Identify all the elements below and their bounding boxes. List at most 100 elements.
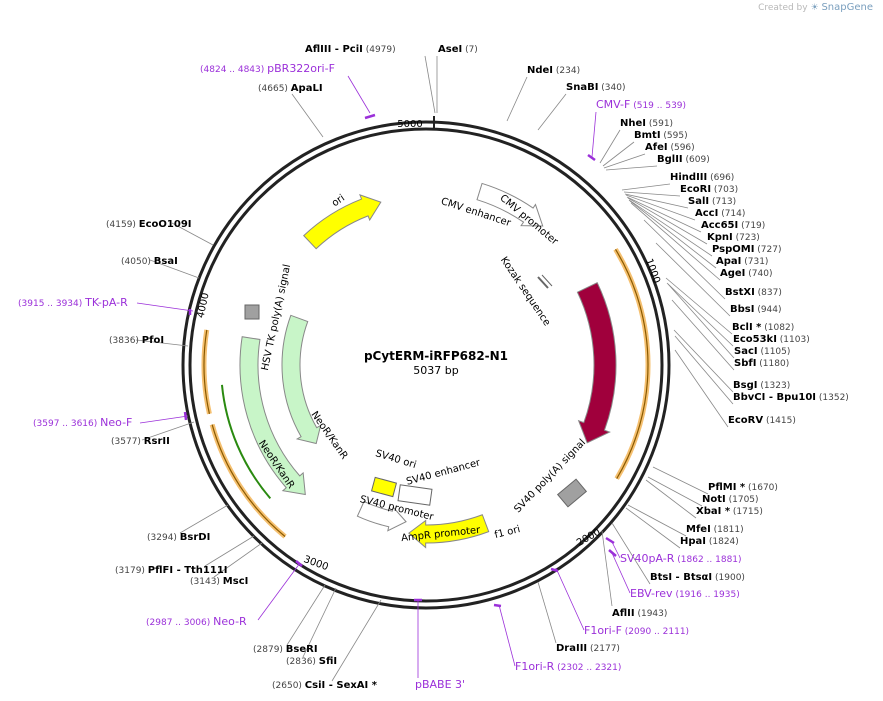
enzyme-suffix: - PciI [331,44,363,55]
enzyme-label-hpai[interactable]: HpaI (1824) [680,536,739,547]
snapgene-credit: Created by ☀ SnapGene [758,2,873,13]
tick-label-5000: 5000 [397,119,422,130]
enzyme-label-xbai[interactable]: XbaI * (1715) [696,506,763,517]
primer-label-pbabe-3[interactable]: pBABE 3' [415,678,465,691]
primer-label-cmv-f[interactable]: CMV-F (519 .. 539) [596,98,686,111]
feature-sv40-enhancer-box [397,484,433,506]
enzyme-name: SacI [734,346,758,357]
enzyme-name: HindIII [670,172,707,183]
enzyme-label-rsrii[interactable]: (3577) RsrII [111,436,170,447]
enzyme-label-pspomi[interactable]: PspOMI (727) [712,244,782,255]
enzyme-label-sbfi[interactable]: SbfI (1180) [734,358,789,369]
enzyme-label-ecoo109i[interactable]: (4159) EcoO109I [106,219,192,230]
feature-label-kozak-sequence-3: Kozak sequence [498,255,552,328]
enzyme-label-nhei[interactable]: NheI (591) [620,118,673,129]
enzyme-label-draiii[interactable]: DraIII (2177) [556,643,620,654]
enzyme-label-ecorv[interactable]: EcoRV (1415) [728,415,796,426]
feature-kozak-mark [537,276,549,289]
primer-leader-tk-pa-r [136,302,194,312]
enzyme-suffix: - Tth111I [173,565,227,576]
enzyme-label-afei[interactable]: AfeI (596) [645,142,695,153]
enzyme-pos: (7) [462,45,478,55]
enzyme-label-bmti[interactable]: BmtI (595) [634,130,688,141]
primer-label-tk-pa-r[interactable]: (3915 .. 3934) TK-pA-R [18,296,128,309]
enzyme-label-hindiii[interactable]: HindIII (696) [670,172,734,183]
snapgene-logo-icon: ☀ [810,3,819,13]
enzyme-label-csii[interactable]: (2650) CsiI - SexAI * [272,680,378,691]
enzyme-label-pflfi[interactable]: (3179) PflFI - Tth111I [115,565,228,576]
primer-name: CMV-F [596,98,630,111]
enzyme-label-pfoi[interactable]: (3836) PfoI [109,335,164,346]
enzyme-leader-ecoo109i [171,222,214,246]
enzyme-label-bstxi[interactable]: BstXI (837) [725,287,782,298]
enzyme-pos: (696) [707,173,734,183]
enzyme-pos: (1811) [711,525,744,535]
enzyme-label-kpni[interactable]: KpnI (723) [707,232,760,243]
enzyme-pos: (4050) [121,257,154,267]
enzyme-label-bseri[interactable]: (2879) BseRI [253,644,318,655]
enzyme-label-noti[interactable]: NotI (1705) [702,494,759,505]
enzyme-name: PfoI [142,335,164,346]
enzyme-pos: (3294) [147,533,180,543]
primer-label-pbr322ori-f[interactable]: (4824 .. 4843) pBR322ori-F [200,62,335,75]
enzyme-label-aflii[interactable]: AflII (1943) [612,608,667,619]
primer-label-f1ori-f[interactable]: F1ori-F (2090 .. 2111) [584,624,689,637]
primer-range: (2987 .. 3006) [146,618,213,628]
enzyme-label-snabi[interactable]: SnaBI (340) [566,82,625,93]
enzyme-label-pflmi[interactable]: PflMI * (1670) [708,482,778,493]
enzyme-label-bbsi[interactable]: BbsI (944) [730,304,782,315]
primer-label-f1ori-r[interactable]: F1ori-R (2302 .. 2321) [515,660,621,673]
enzyme-label-apali[interactable]: (4665) ApaLI [258,83,323,94]
enzyme-label-bglii[interactable]: BglII (609) [657,154,710,165]
enzyme-label-afliii[interactable]: AflIII - PciI (4979) [305,44,396,55]
enzyme-label-acc65i[interactable]: Acc65I (719) [701,220,765,231]
enzyme-label-apai[interactable]: ApaI (731) [716,256,768,267]
enzyme-pos: (1943) [635,609,668,619]
enzyme-leader-sbfi [671,299,735,371]
enzyme-label-bsai[interactable]: (4050) BsaI [121,256,178,267]
enzyme-label-bbvci[interactable]: BbvCI - Bpu10I (1352) [733,392,849,403]
enzyme-pos: (3836) [109,336,142,346]
enzyme-leader-bmti [602,141,635,167]
primer-label-neo-f[interactable]: (3597 .. 3616) Neo-F [33,416,132,429]
primer-arc-line-cmv-irfp [614,249,649,479]
enzyme-label-eco53ki[interactable]: Eco53kI (1103) [733,334,810,345]
enzyme-label-acci[interactable]: AccI (714) [695,208,745,219]
primer-site-ebv-rev [608,549,617,557]
primer-arc-green [220,384,272,499]
enzyme-pos: (591) [646,119,673,129]
enzyme-label-ndei[interactable]: NdeI (234) [527,65,580,76]
enzyme-label-sali[interactable]: SalI (713) [688,196,736,207]
enzyme-leader-bbsi [655,242,731,317]
enzyme-label-bsgi[interactable]: BsgI (1323) [733,380,790,391]
enzyme-name: BmtI [634,130,661,141]
enzyme-name: DraIII [556,643,587,654]
primer-label-neo-r[interactable]: (2987 .. 3006) Neo-R [146,615,247,628]
feature-f1-ori [408,514,490,549]
enzyme-pos: (4979) [363,45,396,55]
enzyme-label-asei[interactable]: AseI (7) [438,44,478,55]
primer-leader-neo-f [139,415,189,424]
backbone-outer [181,120,671,610]
enzyme-label-msci[interactable]: (3143) MscI [190,576,248,587]
enzyme-leader-apali [291,93,324,138]
enzyme-name: NotI [702,494,726,505]
enzyme-label-btsi[interactable]: BtsI - BtsαI (1900) [650,572,745,583]
enzyme-label-bsrdi[interactable]: (3294) BsrDI [147,532,210,543]
enzyme-label-saci[interactable]: SacI (1105) [734,346,790,357]
enzyme-name: AfeI [645,142,668,153]
primer-label-sv40pa-r[interactable]: SV40pA-R (1862 .. 1881) [620,552,742,565]
primer-label-ebv-rev[interactable]: EBV-rev (1916 .. 1935) [630,587,740,600]
enzyme-label-ecori[interactable]: EcoRI (703) [680,184,738,195]
feature-irfp682 [576,282,617,444]
enzyme-label-mfei[interactable]: MfeI (1811) [686,524,744,535]
enzyme-label-agei[interactable]: AgeI (740) [720,268,772,279]
feature-ori [303,194,382,250]
enzyme-label-bcli[interactable]: BclI * (1082) [732,322,794,333]
enzyme-pos: (703) [711,185,738,195]
feature-label-sv40-poly-a-signal-5: SV40 poly(A) signal [512,437,588,515]
enzyme-label-sfii[interactable]: (2836) SfiI [286,656,337,667]
enzyme-leader-snabi [537,93,567,131]
primer-range: (2302 .. 2321) [554,663,621,673]
